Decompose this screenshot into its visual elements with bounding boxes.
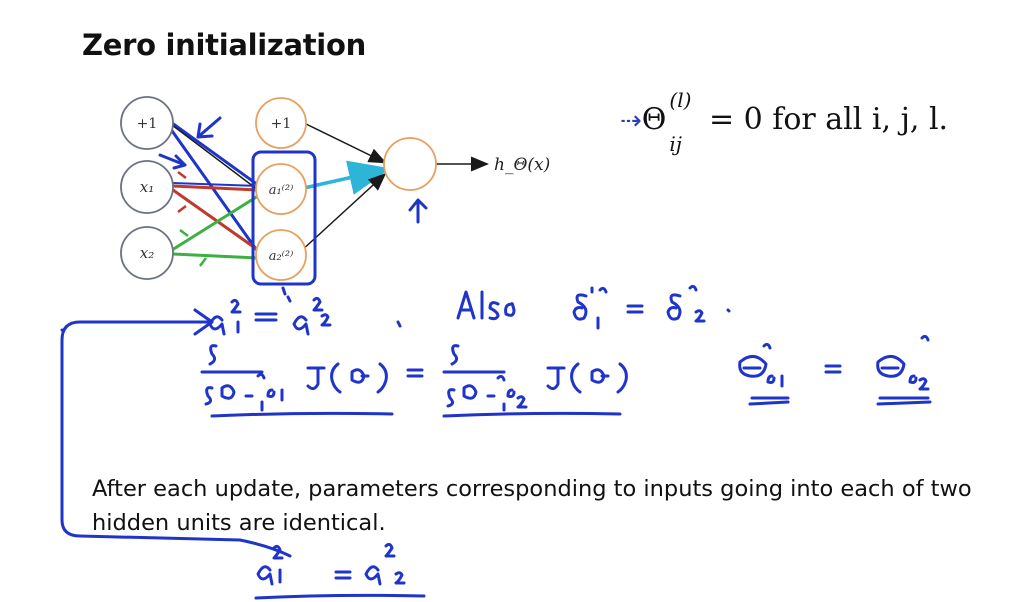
edge-x1-a1-red [172,184,259,192]
formula-rhs: = 0 for all i, j, l. [708,102,949,137]
row1-delta2-ink [666,284,706,323]
slide-caption: After each update, parameters correspond… [92,476,972,536]
row2-eq-ink [406,368,424,378]
green-tick-ink [179,229,207,267]
svg-text:x₁: x₁ [140,178,154,196]
input-layer: +1 x₁ x₂ [120,96,174,280]
input-node-bias: +1 [120,96,174,150]
row1-dot-ink [726,308,731,313]
output-node: h_Θ(x) [383,137,550,191]
row2-j2-ink [546,362,628,394]
row1-eq-ink [254,312,278,322]
row2-eq2-ink [824,364,842,374]
row2-deriv2-ink [442,344,528,412]
row2-deriv1-ink [200,344,284,412]
x1-arrow-ink [158,153,187,170]
bias-arrow-ink [196,116,222,139]
row2-theta01-ink [738,342,784,388]
slide-title: Zero initialization [82,28,366,62]
input-node-x1: x₁ [120,160,174,214]
hidden-node-bias: +1 [255,97,307,149]
bottom-a1-ink [256,544,284,586]
row2-theta02-ink [876,334,930,391]
bottom-a2-ink [364,542,406,586]
formula-subscript: ij [669,132,683,156]
formula-arrow-icon: ⇢ [620,106,642,136]
input-hidden-edges [168,121,260,260]
svg-text:+1: +1 [137,116,158,132]
svg-text:+1: +1 [271,116,292,132]
output-label: h_Θ(x) [494,155,550,175]
svg-text:a₂⁽²⁾: a₂⁽²⁾ [269,249,294,264]
formula-theta: Θ [641,102,667,137]
row1-eq2-ink [626,304,644,314]
formula-superscript: (l) [669,88,692,112]
row1-delta1-ink [572,286,608,330]
input-node-x2: x₂ [120,226,174,280]
red-tick-ink [177,171,187,213]
hidden-units-box-ink [251,150,317,286]
svg-text:x₂: x₂ [140,244,154,262]
edge-hbias-out [303,122,387,164]
formula-indices: (l) ij [667,88,699,156]
row2-underline2-ink [442,411,622,418]
row1-a2-ink [292,296,332,336]
left-bracket-ink [60,320,292,558]
hidden-box-dots-ink [281,286,292,303]
edge-bias-a1-dark [171,124,259,191]
row2-theta02-underline-ink [876,396,932,406]
edge-x1-a2-red [172,188,259,252]
edge-x2-a1-green [171,194,259,252]
row1-also-ink [456,290,516,321]
svg-text:a₁⁽²⁾: a₁⁽²⁾ [269,183,294,198]
row2-underline1-ink [210,411,394,418]
row1-a1-ink [208,298,242,336]
hidden-output-edges [299,122,489,253]
bottom-eq-ink [334,570,352,580]
row2-j1-ink [306,362,388,394]
row1-comma-ink [396,320,402,328]
handwritten-annotations [60,116,932,600]
output-arrow-ink [408,198,428,224]
edge-bias-a1 [171,121,259,187]
row2-theta01-underline-ink [748,396,790,406]
hidden-node-a2: a₂⁽²⁾ [255,229,307,281]
hidden-node-a1: a₁⁽²⁾ [255,163,307,215]
edge-x1-a1-blue [172,182,259,187]
edge-x2-a2-green [172,252,259,260]
bottom-underline-ink [254,593,426,600]
edge-bias-a2 [168,127,260,253]
hidden-layer: +1 a₁⁽²⁾ a₂⁽²⁾ [255,97,307,281]
zero-init-formula: ⇢Θ(l) ij = 0 for all i, j, l. [620,88,949,156]
